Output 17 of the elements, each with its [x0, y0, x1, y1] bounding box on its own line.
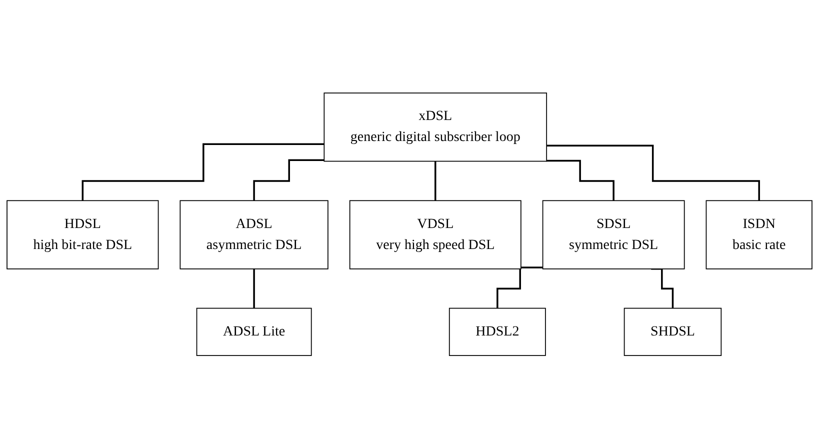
node-box: SDSL symmetric DSL — [542, 200, 685, 270]
connector — [546, 144, 760, 202]
node-box: SHDSL — [624, 308, 722, 356]
connector — [253, 159, 324, 202]
connector — [546, 160, 614, 202]
node-box: VDSL very high speed DSL — [349, 200, 522, 270]
node-box: xDSL generic digital subscriber loop — [324, 92, 548, 162]
connector — [253, 268, 255, 309]
node-box: ADSL asymmetric DSL — [180, 200, 328, 270]
connector — [82, 142, 324, 202]
connector — [434, 160, 436, 202]
node-box: ISDN basic rate — [706, 200, 812, 270]
connector — [651, 268, 674, 309]
node-box: ADSL Lite — [196, 308, 312, 356]
node-box: HDSL2 — [448, 308, 546, 356]
node-box: HDSL high bit-rate DSL — [6, 200, 159, 270]
connector — [496, 266, 543, 309]
